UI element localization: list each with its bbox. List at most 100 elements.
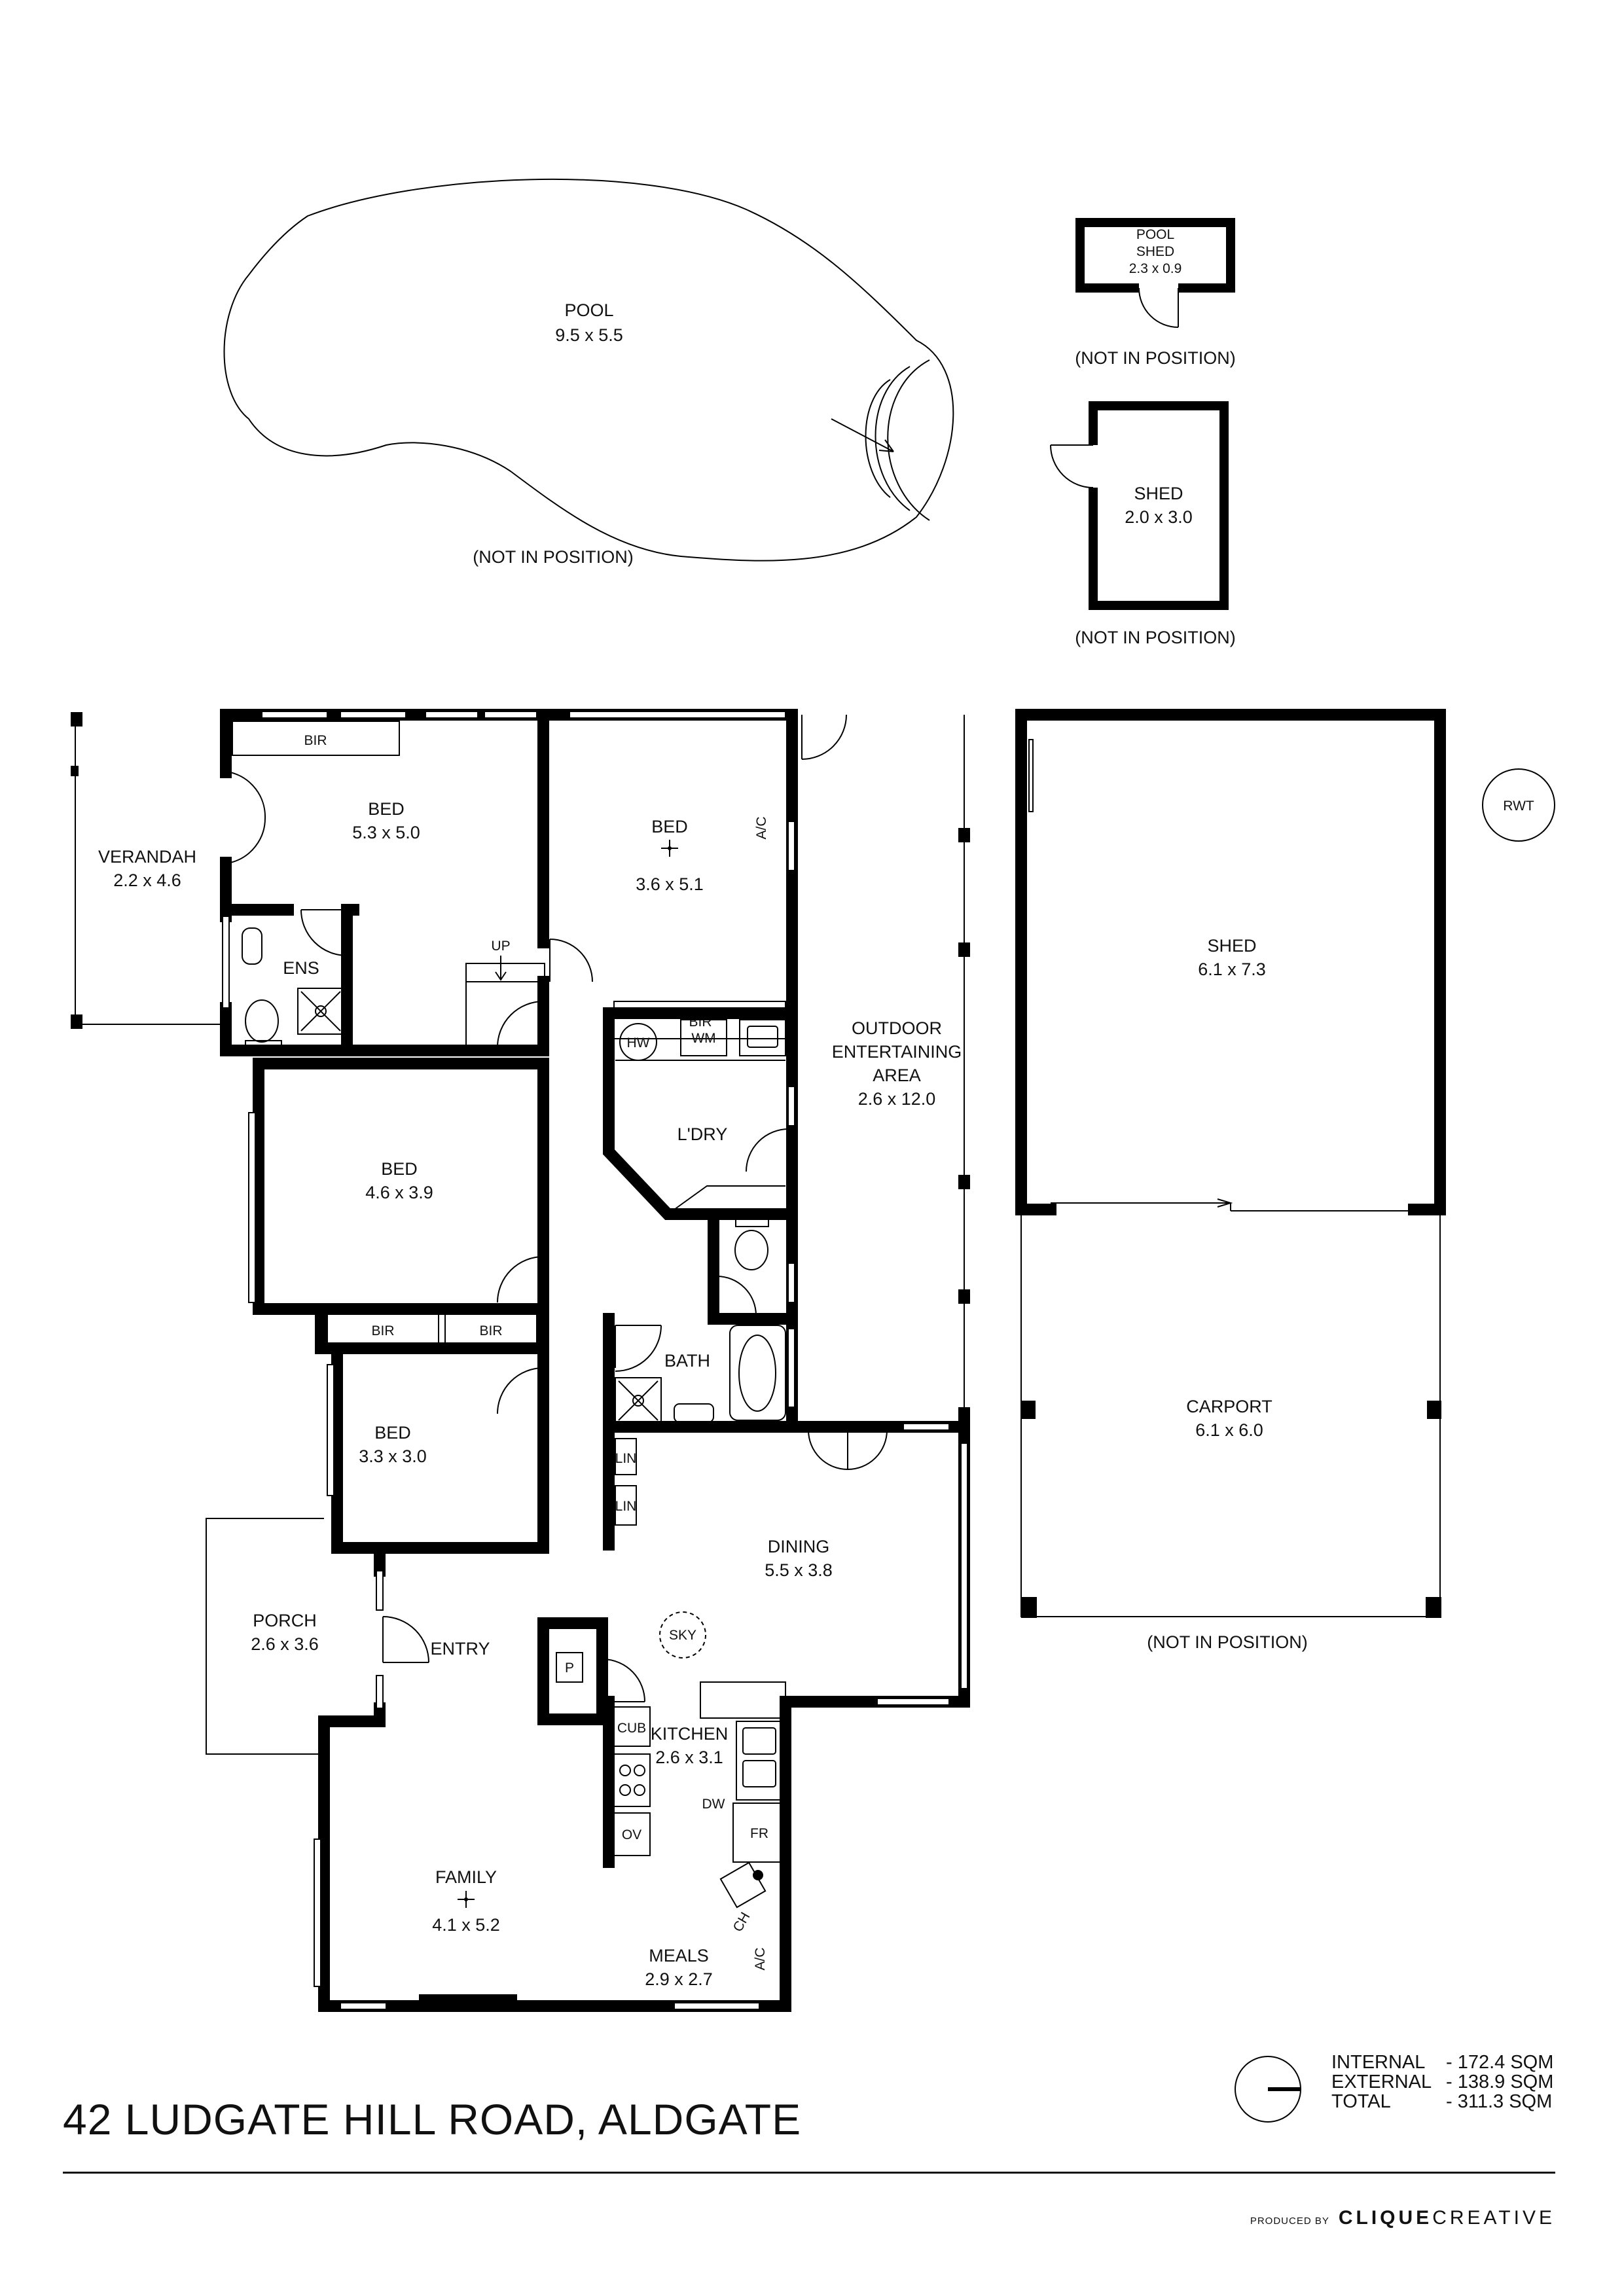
wm-label: WM	[691, 1031, 715, 1046]
bed-main-size: 5.3 x 5.0	[352, 823, 420, 842]
skylight-icon: SKY	[659, 1611, 706, 1659]
meals-size: 2.9 x 2.7	[645, 1969, 713, 1989]
area-value: - 311.3 SQM	[1446, 2091, 1553, 2112]
ac-label: A/C	[754, 816, 769, 839]
door-swing	[716, 1276, 757, 1316]
lin-label: LIN	[615, 1499, 637, 1514]
lin-label: LIN	[615, 1451, 637, 1466]
pool: POOL 9.5 x 5.5 (NOT IN POSITION)	[223, 178, 954, 567]
carport-note: (NOT IN POSITION)	[1147, 1632, 1308, 1652]
p-label: P	[565, 1660, 574, 1676]
sky-label: SKY	[669, 1628, 696, 1643]
area-label: INTERNAL	[1331, 2052, 1426, 2073]
door-swing	[497, 1256, 544, 1303]
bir-label: BIR	[304, 733, 327, 748]
family-label: FAMILY	[435, 1867, 497, 1887]
door-swing	[549, 939, 593, 982]
hw-label: HW	[627, 1035, 650, 1050]
pool-steps	[865, 379, 891, 498]
bed-2-size: 3.6 x 5.1	[636, 874, 704, 894]
verandah-outline	[75, 715, 226, 1025]
pool-size: 9.5 x 5.5	[555, 325, 623, 345]
verandah-size: 2.2 x 4.6	[113, 870, 181, 890]
big-shed-label: SHED	[1207, 936, 1256, 956]
small-shed-size: 2.0 x 3.0	[1125, 507, 1193, 527]
bir-label: BIR	[371, 1323, 394, 1338]
bed-4-size: 3.3 x 3.0	[359, 1446, 427, 1466]
fr-label: FR	[750, 1826, 768, 1841]
pool-arrow	[831, 418, 894, 452]
door-swing	[1050, 444, 1094, 488]
dining-label: DINING	[768, 1537, 830, 1556]
area-summary: INTERNAL - 172.4 SQM EXTERNAL - 138.9 SQ…	[1331, 2053, 1557, 2111]
area-value: - 172.4 SQM	[1446, 2052, 1554, 2073]
double-door	[808, 1429, 888, 1471]
pool-shed-size: 2.3 x 0.9	[1129, 261, 1182, 276]
area-label: TOTAL	[1331, 2091, 1391, 2112]
dining-size: 5.5 x 3.8	[765, 1560, 833, 1580]
ac-label: A/C	[753, 1947, 768, 1970]
area-row-internal: INTERNAL - 172.4 SQM	[1331, 2053, 1557, 2072]
outdoor-label-1: OUTDOOR	[852, 1018, 942, 1038]
outdoor-size: 2.6 x 12.0	[858, 1089, 936, 1109]
door-swing	[801, 714, 847, 760]
door-swing	[497, 1367, 544, 1414]
area-value: - 138.9 SQM	[1446, 2072, 1554, 2092]
pool-shed-label-2: SHED	[1136, 244, 1174, 259]
chimney-icon	[719, 1861, 767, 1909]
kitchen-label: KITCHEN	[651, 1724, 729, 1744]
carport-size: 6.1 x 6.0	[1195, 1420, 1263, 1440]
ceiling-fan-icon	[661, 840, 678, 857]
bath-label: BATH	[664, 1351, 710, 1371]
ov-label: OV	[622, 1827, 641, 1842]
family-size: 4.1 x 5.2	[432, 1915, 500, 1935]
laundry-label: L'DRY	[677, 1124, 728, 1144]
small-shed-note: (NOT IN POSITION)	[1075, 628, 1236, 647]
rwt-label: RWT	[1503, 798, 1534, 814]
bed-4-label: BED	[374, 1423, 411, 1443]
shed-carport: SHED 6.1 x 7.3 CARPORT 6.1 x 6.0 (NOT IN…	[1015, 709, 1446, 1652]
ceiling-fan-icon	[458, 1891, 475, 1908]
rainwater-tank: RWT	[1482, 768, 1555, 842]
pool-note: (NOT IN POSITION)	[473, 547, 634, 567]
door-swing	[300, 909, 348, 956]
outdoor-label-3: AREA	[873, 1066, 921, 1085]
verandah-label: VERANDAH	[98, 847, 196, 867]
porch-outline	[206, 1518, 324, 1755]
carport-label: CARPORT	[1186, 1397, 1272, 1416]
ch-label: CH	[730, 1910, 753, 1935]
pool-outline	[223, 178, 954, 562]
entry-label: ENTRY	[430, 1639, 490, 1659]
door-swing	[603, 1659, 645, 1702]
brand-logo: CLIQUECREATIVE	[1338, 2207, 1555, 2229]
cub-label: CUB	[617, 1721, 646, 1736]
bed-2-label: BED	[651, 817, 688, 836]
area-row-total: TOTAL - 311.3 SQM	[1331, 2092, 1557, 2111]
property-address: 42 LUDGATE HILL ROAD, ALDGATE	[63, 2095, 802, 2144]
small-shed-label: SHED	[1134, 484, 1183, 503]
dw-label: DW	[702, 1797, 725, 1812]
pool-shed-note: (NOT IN POSITION)	[1075, 348, 1236, 368]
outdoor-label-2: ENTERTAINING	[832, 1042, 962, 1062]
bed-3-size: 4.6 x 3.9	[365, 1183, 433, 1202]
north-compass-icon	[1235, 2056, 1301, 2123]
up-label: UP	[491, 939, 510, 954]
double-door	[230, 772, 266, 863]
kitchen-size: 2.6 x 3.1	[655, 1748, 723, 1767]
pool-shed: POOL SHED 2.3 x 0.9 (NOT IN POSITION)	[1075, 218, 1236, 368]
producer-credit: PRODUCED BY CLIQUECREATIVE	[1250, 2207, 1555, 2229]
door-swing	[746, 1128, 789, 1172]
pool-label: POOL	[564, 300, 613, 320]
meals-label: MEALS	[649, 1946, 709, 1965]
door-swing	[1138, 287, 1179, 328]
divider	[63, 2172, 1555, 2174]
bir-label: BIR	[479, 1323, 502, 1338]
door-swing	[497, 1001, 544, 1048]
area-label: EXTERNAL	[1331, 2072, 1432, 2092]
area-row-external: EXTERNAL - 138.9 SQM	[1331, 2072, 1557, 2092]
bed-main-label: BED	[368, 799, 405, 819]
small-shed: SHED 2.0 x 3.0 (NOT IN POSITION)	[1050, 401, 1236, 647]
bed-3-label: BED	[381, 1159, 418, 1179]
porch-label: PORCH	[253, 1611, 317, 1630]
